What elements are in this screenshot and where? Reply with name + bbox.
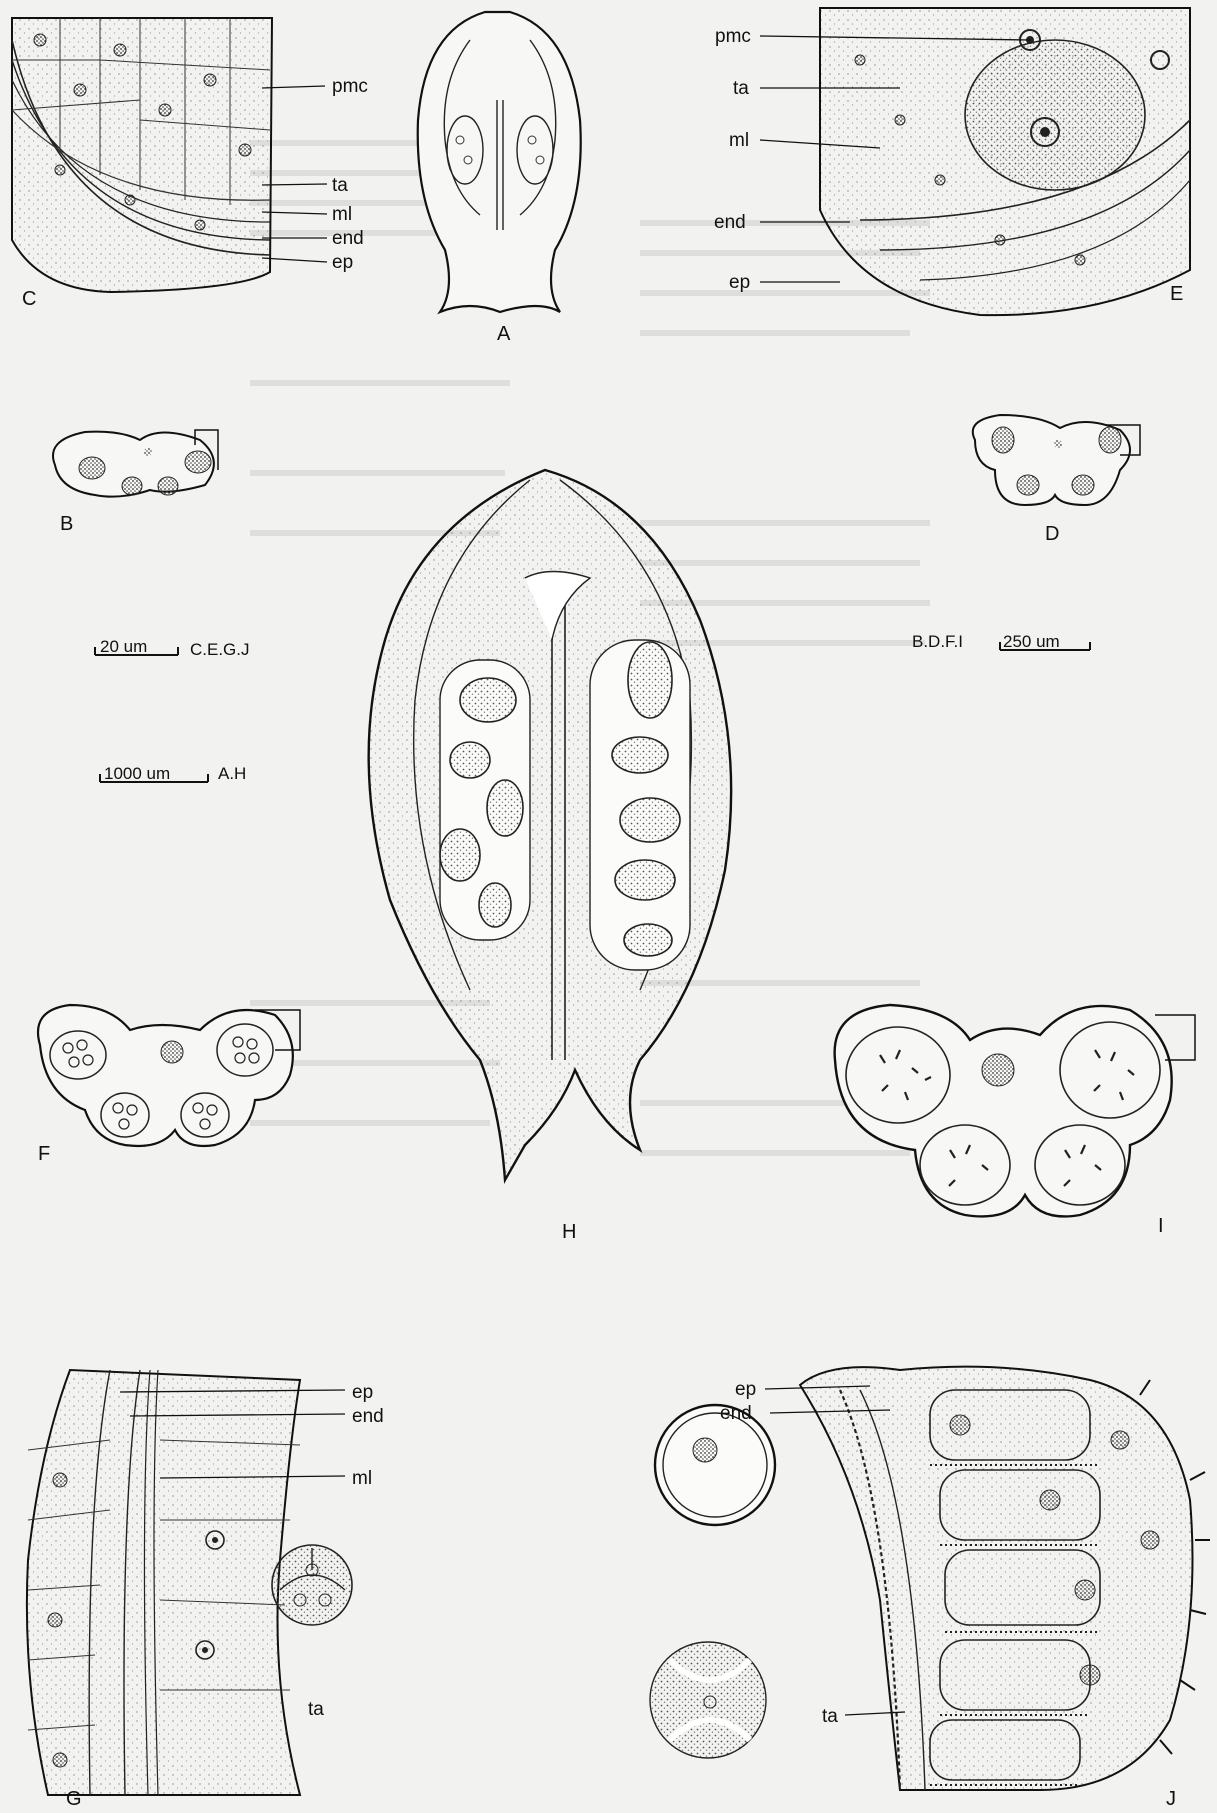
panel-j-label-end: end (720, 1403, 752, 1424)
panel-e-label-ta: ta (733, 78, 749, 99)
panel-e-drawing (760, 8, 1190, 315)
scale-bar-medium-panels: B.D.F.I (912, 632, 963, 651)
panel-d-drawing (973, 415, 1140, 505)
scale-bar-large-value: 1000 um (104, 764, 170, 783)
panel-j-letter: J (1166, 1788, 1176, 1810)
panel-j-label-ta: ta (822, 1706, 838, 1727)
panel-c-label-pmc: pmc (332, 76, 368, 97)
panel-g-drawing (27, 1370, 352, 1795)
panel-h-letter: H (562, 1221, 576, 1243)
panel-e-label-end: end (714, 212, 746, 233)
panel-b-drawing (53, 430, 218, 497)
scale-bar-small-panels: C.E.G.J (190, 640, 250, 659)
panel-c-letter: C (22, 288, 36, 310)
scale-bar-medium-value: 250 um (1003, 632, 1060, 651)
panel-d-letter: D (1045, 523, 1059, 545)
panel-e-label-ml: ml (729, 130, 749, 151)
panel-j-label-ep: ep (735, 1379, 756, 1400)
panel-b-letter: B (60, 513, 73, 535)
scale-bar-large-panels: A.H (218, 764, 246, 783)
panel-e-label-ep: ep (729, 272, 750, 293)
panel-i-letter: I (1158, 1215, 1164, 1237)
panel-f-letter: F (38, 1143, 50, 1165)
panel-j-drawing (650, 1367, 1210, 1790)
panel-g-label-end: end (352, 1406, 384, 1427)
panel-i-drawing (835, 1005, 1195, 1216)
scale-bar-small-value: 20 um (100, 637, 147, 656)
panel-a-letter: A (497, 323, 511, 345)
panel-c-label-ml: ml (332, 204, 352, 225)
panel-c-label-ep: ep (332, 252, 353, 273)
panel-g-letter: G (66, 1788, 82, 1810)
panel-e-letter: E (1170, 283, 1183, 305)
panel-g-label-ta: ta (308, 1699, 324, 1720)
panel-c-label-ta: ta (332, 175, 348, 196)
panel-e-label-pmc: pmc (715, 26, 751, 47)
panel-a-drawing (418, 12, 581, 312)
panel-g-label-ep: ep (352, 1382, 373, 1403)
panel-c-label-end: end (332, 228, 364, 249)
panel-c-drawing (12, 18, 327, 292)
panel-h-drawing (369, 470, 731, 1180)
panel-g-label-ml: ml (352, 1468, 372, 1489)
